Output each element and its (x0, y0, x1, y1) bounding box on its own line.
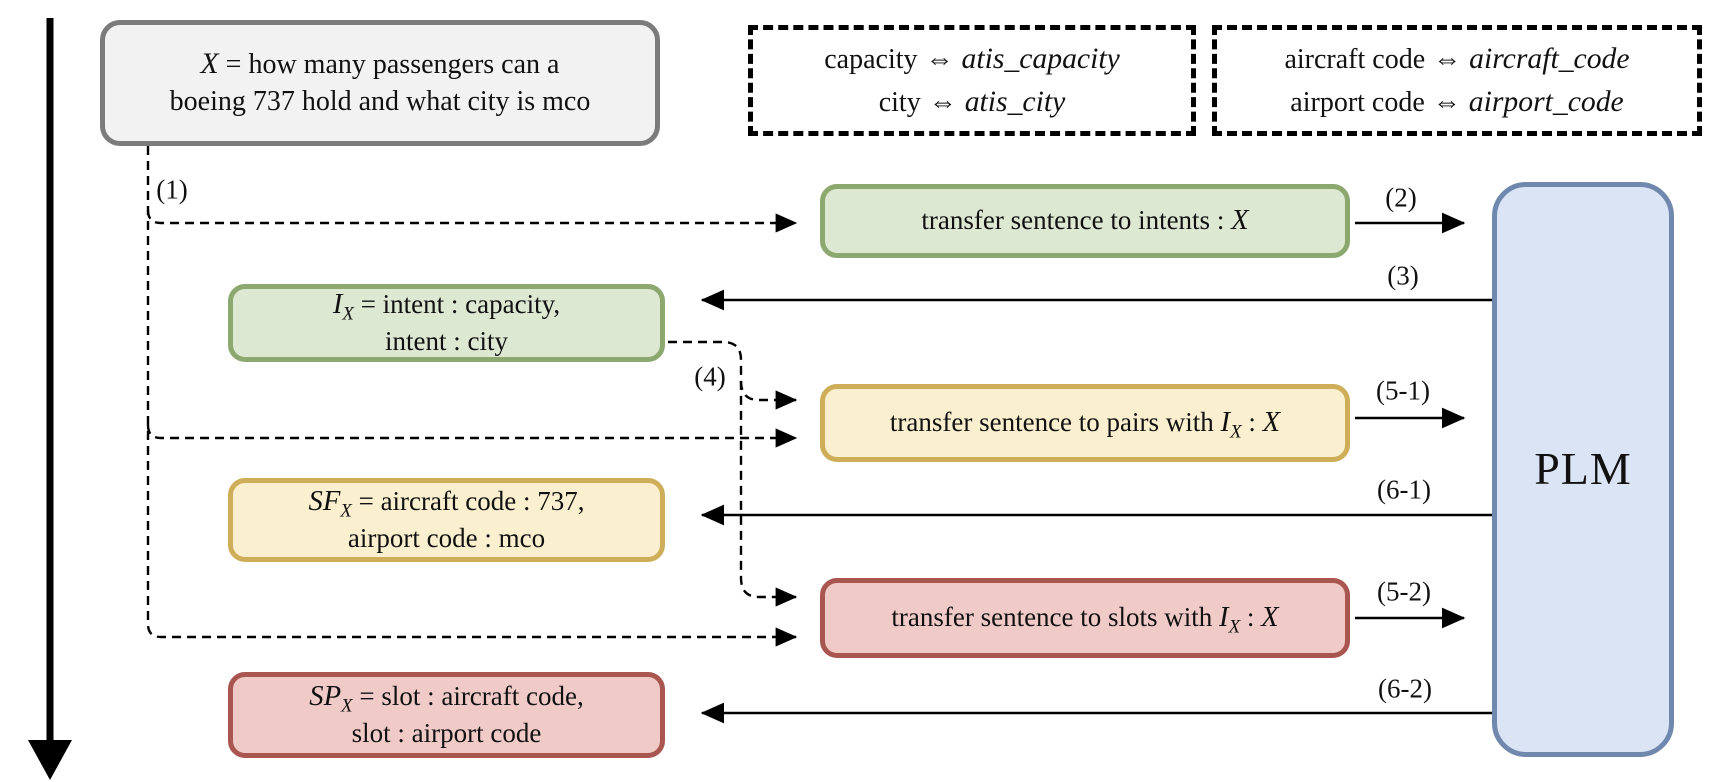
math-var-x: X (1262, 406, 1281, 439)
legend-label: atis_capacity (961, 43, 1120, 76)
task-text: transfer sentence to pairs with (889, 407, 1221, 438)
step-label-2: (2) (1385, 182, 1417, 213)
result-pairs-box: SFX = aircraft code : 737, airport code … (228, 478, 665, 562)
legend-label: airport_code (1468, 85, 1624, 118)
legend-label: aircraft_code (1469, 43, 1630, 76)
legend-intent-mapping: capacity⇔atis_capacity city⇔atis_city (748, 25, 1196, 136)
result-slots-box: SPX = slot : aircraft code, slot : airpo… (228, 672, 665, 758)
timeline-arrow (28, 18, 72, 780)
math-sub-x: X (341, 695, 353, 717)
dashed-flow-group (146, 146, 798, 647)
timeline-arrowhead-icon (28, 740, 72, 780)
task-intents-box: transfer sentence to intents : X (820, 184, 1350, 258)
double-arrow-icon: ⇔ (1433, 44, 1462, 76)
arrow-1-dashed (146, 209, 798, 233)
step-label-5-2: (5-2) (1377, 576, 1431, 607)
legend-term: airport code (1290, 86, 1425, 118)
math-sub-x: X (1230, 421, 1242, 443)
legend-row: capacity⇔atis_capacity (824, 38, 1120, 80)
plm-box: PLM (1492, 182, 1674, 757)
step-label-6-2: (6-2) (1378, 673, 1432, 704)
task-slots-box: transfer sentence to slots with IX : X (820, 578, 1350, 658)
task-intents-text: transfer sentence to intents : X (921, 202, 1248, 240)
math-var-i: I (1219, 601, 1229, 634)
step-label-6-1: (6-1) (1377, 474, 1431, 505)
task-sep: : (1241, 407, 1263, 438)
legend-label: atis_city (964, 85, 1066, 118)
arrow-4-dashed-to-pairs (739, 380, 798, 410)
math-var-i: I (1220, 406, 1231, 439)
math-var-i: I (332, 288, 343, 321)
input-sentence-box: X = how many passengers can a boeing 737… (100, 20, 660, 146)
result-intents-line2: intent : city (385, 326, 508, 357)
result-intents-line1: IX = intent : capacity, (333, 286, 560, 324)
math-var-sf: SF (308, 485, 341, 518)
math-var-x: X (1231, 204, 1249, 237)
result-pairs-line2: airport code : mco (347, 523, 546, 554)
result-text: = aircraft code : 737, (351, 486, 585, 517)
input-sentence-line2: boeing 737 hold and what city is mco (169, 86, 591, 118)
task-sep: : (1240, 602, 1262, 633)
legend-row: airport code⇔airport_code (1290, 81, 1623, 123)
input-sentence-line1-text: = how many passengers can a (218, 48, 560, 80)
result-text: = intent : capacity, (353, 289, 561, 320)
solid-flow-group (700, 212, 1492, 724)
double-arrow-icon: ⇔ (1432, 86, 1461, 118)
step-label-4: (4) (694, 361, 726, 392)
math-var-x: X (200, 47, 219, 80)
legend-slot-mapping: aircraft code⇔aircraft_code airport code… (1212, 25, 1702, 136)
plm-label: PLM (1534, 443, 1632, 495)
arrow-x-to-slots-task (146, 146, 798, 647)
step-label-1: (1) (156, 174, 188, 205)
task-slots-text: transfer sentence to slots with IX : X (891, 599, 1278, 637)
task-pairs-box: transfer sentence to pairs with IX : X (820, 384, 1350, 462)
legend-term: aircraft code (1284, 44, 1426, 76)
result-slots-line2: slot : airport code (351, 718, 542, 749)
math-var-sp: SP (309, 680, 342, 713)
math-sub-x: X (1228, 616, 1241, 638)
step-label-5-1: (5-1) (1376, 375, 1430, 406)
arrow-x-to-pairs-task (146, 424, 798, 448)
task-pairs-text: transfer sentence to pairs with IX : X (890, 404, 1280, 442)
result-pairs-line1: SFX = aircraft code : 737, (309, 483, 585, 521)
arrow-4-dashed-to-slots (668, 340, 798, 607)
result-text: = slot : aircraft code, (352, 681, 584, 712)
double-arrow-icon: ⇔ (925, 44, 954, 76)
math-sub-x: X (342, 303, 354, 325)
result-intents-box: IX = intent : capacity, intent : city (228, 284, 665, 362)
result-slots-line1: SPX = slot : aircraft code, (309, 678, 583, 716)
math-sub-x: X (340, 500, 352, 522)
legend-term: city (878, 86, 921, 118)
math-var-x: X (1261, 601, 1279, 634)
legend-term: capacity (824, 44, 918, 76)
step-label-3: (3) (1387, 260, 1419, 291)
double-arrow-icon: ⇔ (928, 86, 957, 118)
legend-row: aircraft code⇔aircraft_code (1284, 38, 1629, 80)
legend-row: city⇔atis_city (879, 81, 1066, 123)
task-text: transfer sentence to slots with (891, 602, 1220, 633)
input-sentence-line1: X = how many passengers can a (201, 45, 560, 84)
task-text: transfer sentence to intents : (921, 205, 1232, 236)
